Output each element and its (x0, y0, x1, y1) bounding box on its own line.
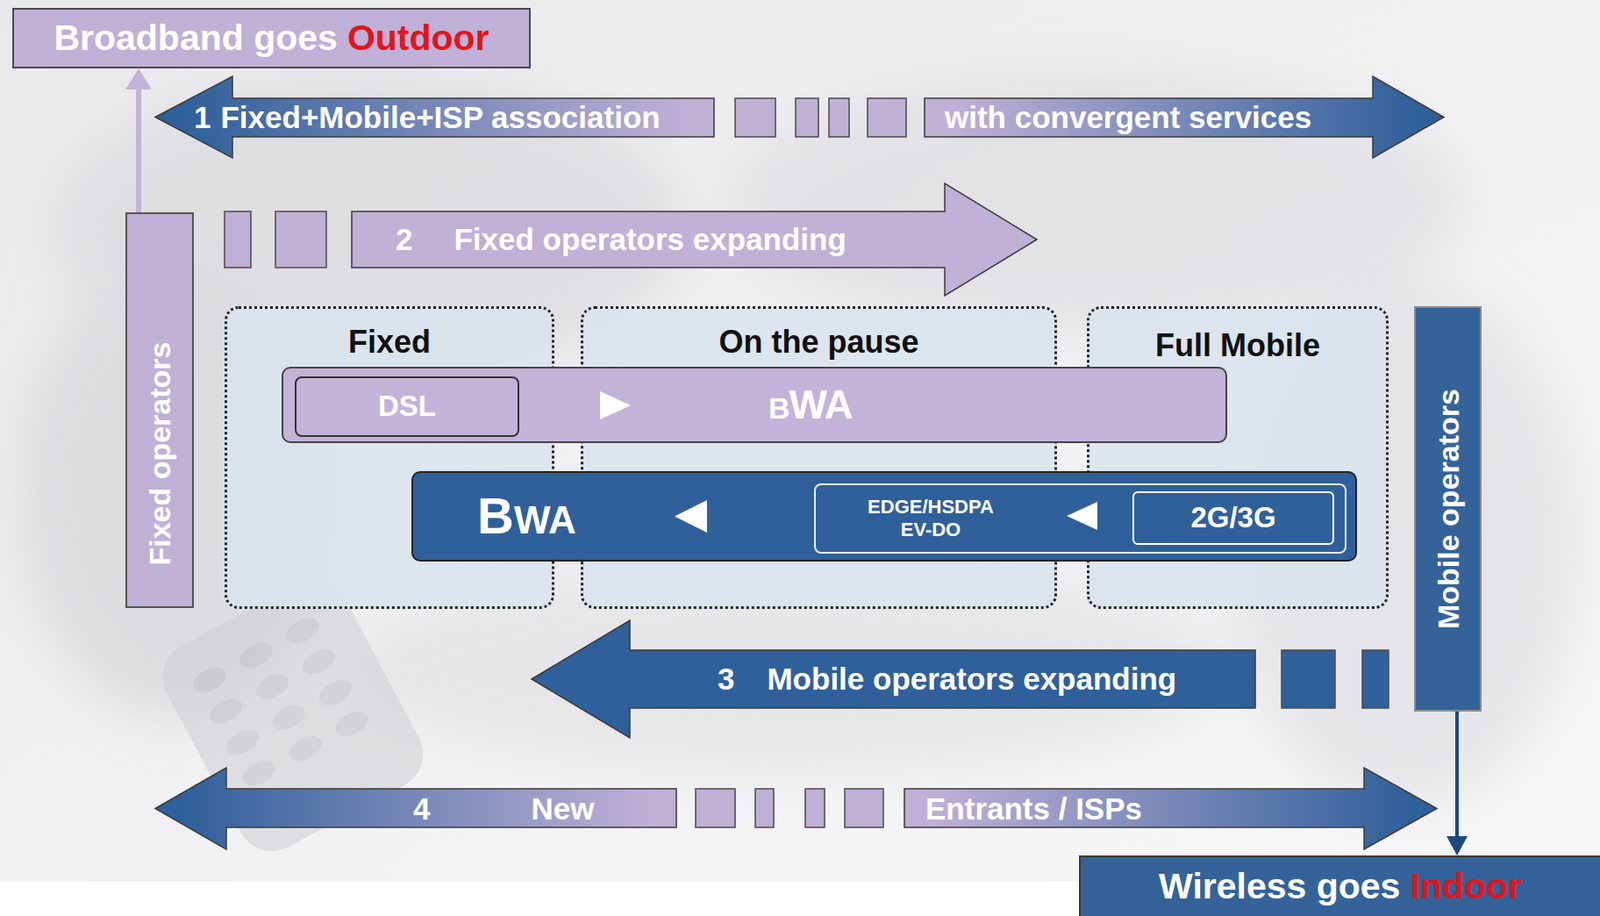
band-arrow: Entrants / ISPs (904, 767, 1437, 850)
band-arrow: 1 Fixed+Mobile+ISP association (155, 76, 715, 158)
band-arrow: 4 New (155, 767, 677, 850)
node-text: Mobile operators (1430, 388, 1465, 629)
callout-number: 3 (717, 661, 735, 696)
callout-number: 1 (193, 100, 211, 135)
node-text: Broadband goes (53, 18, 337, 59)
title-box: Wireless goesIndoor (1078, 855, 1600, 916)
dash-squares (224, 98, 1389, 828)
band-arrow: with convergent services (924, 76, 1444, 158)
node-text: Outdoor (347, 18, 490, 59)
title-box: Broadband goesOutdoor (12, 7, 531, 69)
technology-band: BWA DSL (281, 366, 1228, 443)
node-text: Wireless goes (1158, 866, 1400, 908)
region-box: On the pause (580, 306, 1058, 609)
node-text: with convergent services (944, 100, 1312, 135)
technology-box: 2G/3G (1132, 491, 1335, 545)
operator-bar: Fixed operators (125, 212, 194, 608)
band-arrow: 3 Mobile operators expanding (531, 620, 1256, 738)
node-text: Indoor (1409, 866, 1522, 908)
node-text: On the pause (718, 324, 919, 360)
node-text: 2G/3G (1190, 501, 1276, 535)
node-text: Entrants / ISPs (925, 791, 1143, 826)
callout-number: 2 (395, 221, 413, 257)
region-box: Full Mobile (1086, 306, 1389, 609)
technology-box: EDGE/HSDPA EV-DO 2G/3G (814, 483, 1347, 554)
connector-arrow (125, 68, 152, 213)
band-arrow: 2 Fixed operators expanding (351, 183, 1037, 296)
region-box: Fixed (224, 306, 555, 609)
technology-box: DSL (294, 376, 520, 437)
node-text: BWA (477, 487, 577, 545)
technology-band: BWA EDGE/HSDPA EV-DO 2G/3G (411, 471, 1358, 562)
node-text: EDGE/HSDPA EV-DO (860, 495, 1001, 542)
node-text: Full Mobile (1155, 328, 1321, 364)
callout-number: 4 (413, 791, 430, 826)
node-text: Fixed operators (142, 342, 177, 566)
node-text: Fixed+Mobile+ISP association (220, 100, 660, 135)
node-text: New (530, 791, 594, 826)
node-text: BWA (768, 382, 853, 429)
node-text: DSL (378, 390, 436, 423)
connector-arrow (1446, 711, 1468, 856)
direction-triangles (600, 391, 1098, 533)
node-text: Fixed operators expanding (453, 221, 846, 257)
node-text: Mobile operators expanding (766, 661, 1177, 696)
operator-bar: Mobile operators (1414, 306, 1482, 712)
node-text: Fixed (348, 324, 431, 360)
